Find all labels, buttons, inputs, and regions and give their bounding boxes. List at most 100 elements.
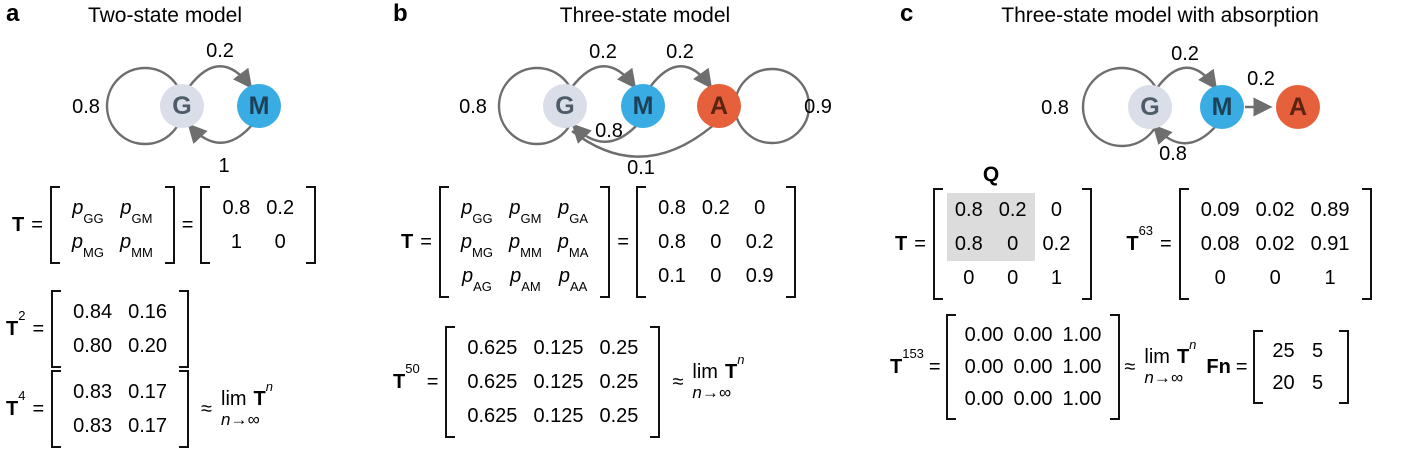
- limit-T: T: [1176, 346, 1190, 369]
- panel-c-letter: c: [900, 0, 914, 27]
- equals-sign: =: [181, 213, 194, 236]
- state-g-label: G: [1140, 93, 1159, 121]
- state-a-circle: [697, 84, 741, 128]
- limit-stack: lim Tn n→∞: [221, 380, 273, 430]
- arrow-m-to-g: [187, 123, 253, 144]
- approx-symbol: ≈: [1124, 355, 1136, 378]
- self-loop-a: [733, 67, 811, 145]
- edge-label-a-self: 0.9: [804, 96, 832, 118]
- state-g-circle: [1128, 85, 1172, 129]
- approx-symbol: ≈: [201, 397, 212, 420]
- panel-c: c Three-state model with absorption G M …: [890, 0, 1401, 462]
- lim-word: lim: [221, 388, 247, 411]
- panel-b-letter: b: [393, 0, 408, 27]
- q-block-label: Q: [982, 163, 1000, 186]
- edge-label-m-to-g: 0.8: [1159, 143, 1187, 165]
- limit-T: T: [253, 388, 266, 411]
- edge-label-m-to-a: 0.2: [666, 41, 694, 63]
- edge-label-g-self: 0.8: [459, 96, 487, 118]
- state-a-label: A: [1289, 93, 1307, 121]
- edge-label-a-to-g: 0.1: [627, 157, 655, 179]
- lhs-a-T2: T2=: [6, 307, 45, 340]
- limit-subscript: n→∞: [1144, 368, 1183, 388]
- state-m-circle: [237, 84, 281, 128]
- lhs-c-Fn: Fn=: [1206, 355, 1248, 378]
- panel-c-state-diagram: G M A 0.8 0.2 0.2 0.8: [1041, 43, 1320, 165]
- state-a-label: A: [710, 92, 728, 120]
- edge-label-m-to-a: 0.2: [1247, 68, 1275, 90]
- state-a-circle: [1276, 85, 1320, 129]
- lim-word: lim: [1144, 346, 1170, 369]
- edge-label-g-self: 0.8: [72, 96, 100, 118]
- approx-limit-c: ≈ lim Tn n→∞: [1124, 338, 1196, 388]
- edge-label-m-to-g: 0.8: [595, 120, 623, 142]
- arrow-m-to-a: [649, 65, 713, 89]
- panel-a-letter: a: [6, 0, 20, 27]
- state-m-label: M: [633, 92, 654, 120]
- state-g-label: G: [555, 92, 574, 120]
- panel-b-title: Three-state model: [559, 4, 731, 27]
- state-g-circle: [543, 84, 587, 128]
- panel-b: b Three-state model G M A 0.8 0.2 0.2 0.…: [385, 0, 890, 462]
- arrow-m-to-g: [571, 123, 638, 144]
- limit-subscript: n→∞: [692, 383, 731, 403]
- lhs-c-T153: T153=: [890, 345, 941, 378]
- state-m-label: M: [1212, 93, 1233, 121]
- limit-stack: lim Tn n→∞: [1144, 338, 1196, 388]
- arrow-m-to-g: [1152, 124, 1217, 145]
- lhs-c-T63: T63=: [1126, 222, 1172, 255]
- edge-label-g-to-m: 0.2: [589, 41, 617, 63]
- equals-sign: =: [617, 230, 630, 253]
- lim-word: lim: [692, 361, 718, 384]
- panel-c-title: Three-state model with absorption: [1001, 4, 1319, 27]
- lhs-a-T4: T4=: [6, 387, 45, 420]
- arrow-g-to-m: [1156, 66, 1218, 90]
- lhs-b-T50: T50=: [393, 360, 439, 393]
- edge-label-g-to-m: 0.2: [1171, 43, 1199, 65]
- limit-T: T: [724, 361, 738, 384]
- state-m-circle: [1200, 85, 1244, 129]
- limit-exponent: n: [265, 378, 273, 394]
- approx-limit-b: ≈ lim Tn n→∞: [672, 353, 744, 403]
- lhs-c-T: T=: [895, 232, 926, 255]
- state-m-circle: [621, 84, 665, 128]
- state-g-circle: [160, 84, 204, 128]
- arrow-g-to-m: [571, 65, 637, 89]
- state-g-label: G: [172, 92, 191, 120]
- limit-subscript: n→∞: [221, 410, 260, 430]
- limit-exponent: n: [1189, 336, 1197, 352]
- approx-symbol: ≈: [672, 370, 684, 393]
- arrow-g-to-m: [188, 65, 253, 89]
- panel-b-state-diagram: G M A 0.8 0.2 0.2 0.8 0.1 0.9: [459, 41, 832, 179]
- panel-a-state-diagram: G M 0.8 0.2 1: [72, 40, 281, 177]
- lhs-a-T: T=: [12, 213, 43, 236]
- approx-limit-a: ≈ lim Tn n→∞: [201, 380, 273, 430]
- state-m-label: M: [249, 92, 270, 120]
- edge-label-g-self: 0.8: [1041, 97, 1069, 119]
- edge-label-g-to-m: 0.2: [206, 40, 234, 62]
- limit-exponent: n: [737, 351, 745, 367]
- edge-label-m-to-g: 1: [218, 155, 229, 177]
- lhs-b-T: T=: [401, 230, 432, 253]
- limit-stack: lim Tn n→∞: [692, 353, 744, 403]
